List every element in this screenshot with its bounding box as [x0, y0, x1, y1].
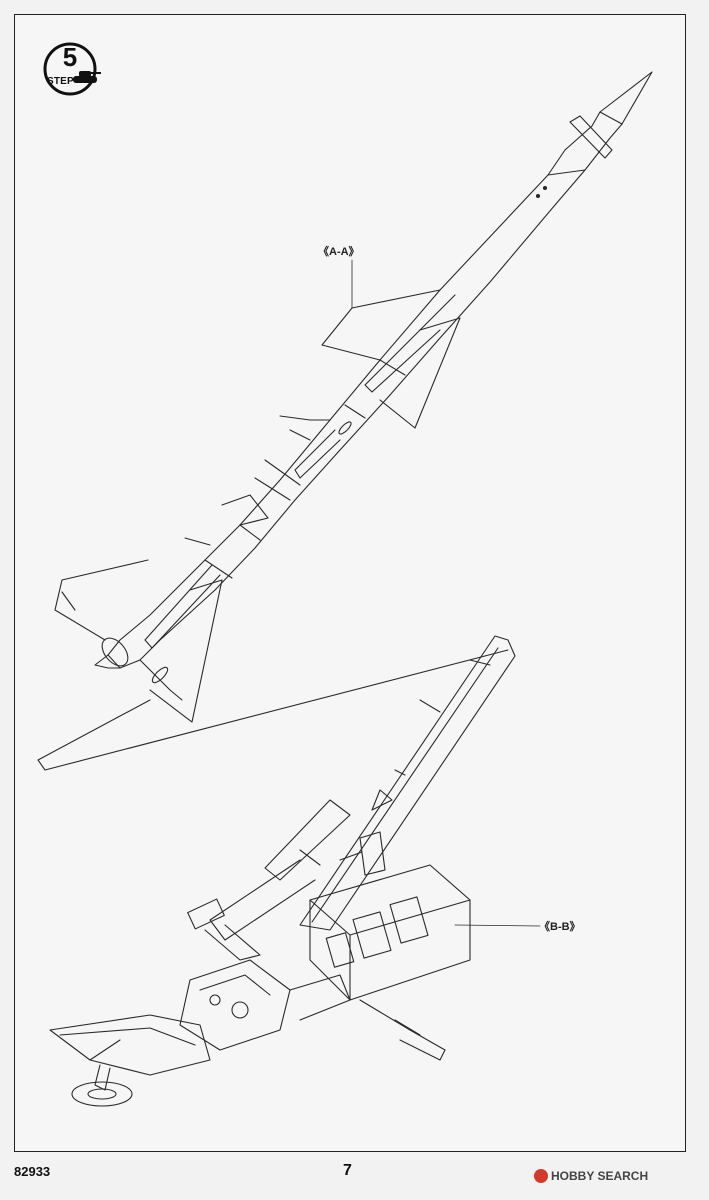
callout-launcher-label: 《B-B》	[539, 921, 581, 933]
watermark: HOBBY SEARCH	[534, 1169, 648, 1183]
missile-drawing	[37, 71, 653, 771]
step-number: 5	[63, 42, 77, 72]
tank-icon	[73, 71, 101, 83]
launcher-drawing	[49, 635, 541, 1107]
watermark-text: HOBBY SEARCH	[551, 1169, 649, 1183]
hobby-search-logo-icon	[534, 1169, 548, 1183]
step-badge: 5 STEP	[39, 42, 105, 98]
step-label: STEP	[47, 76, 74, 87]
step-badge-icon: 5	[43, 42, 101, 96]
callout-missile-label: 《A-A》	[318, 246, 360, 258]
kit-code: 82933	[14, 1164, 51, 1179]
page-number: 7	[343, 1162, 352, 1179]
